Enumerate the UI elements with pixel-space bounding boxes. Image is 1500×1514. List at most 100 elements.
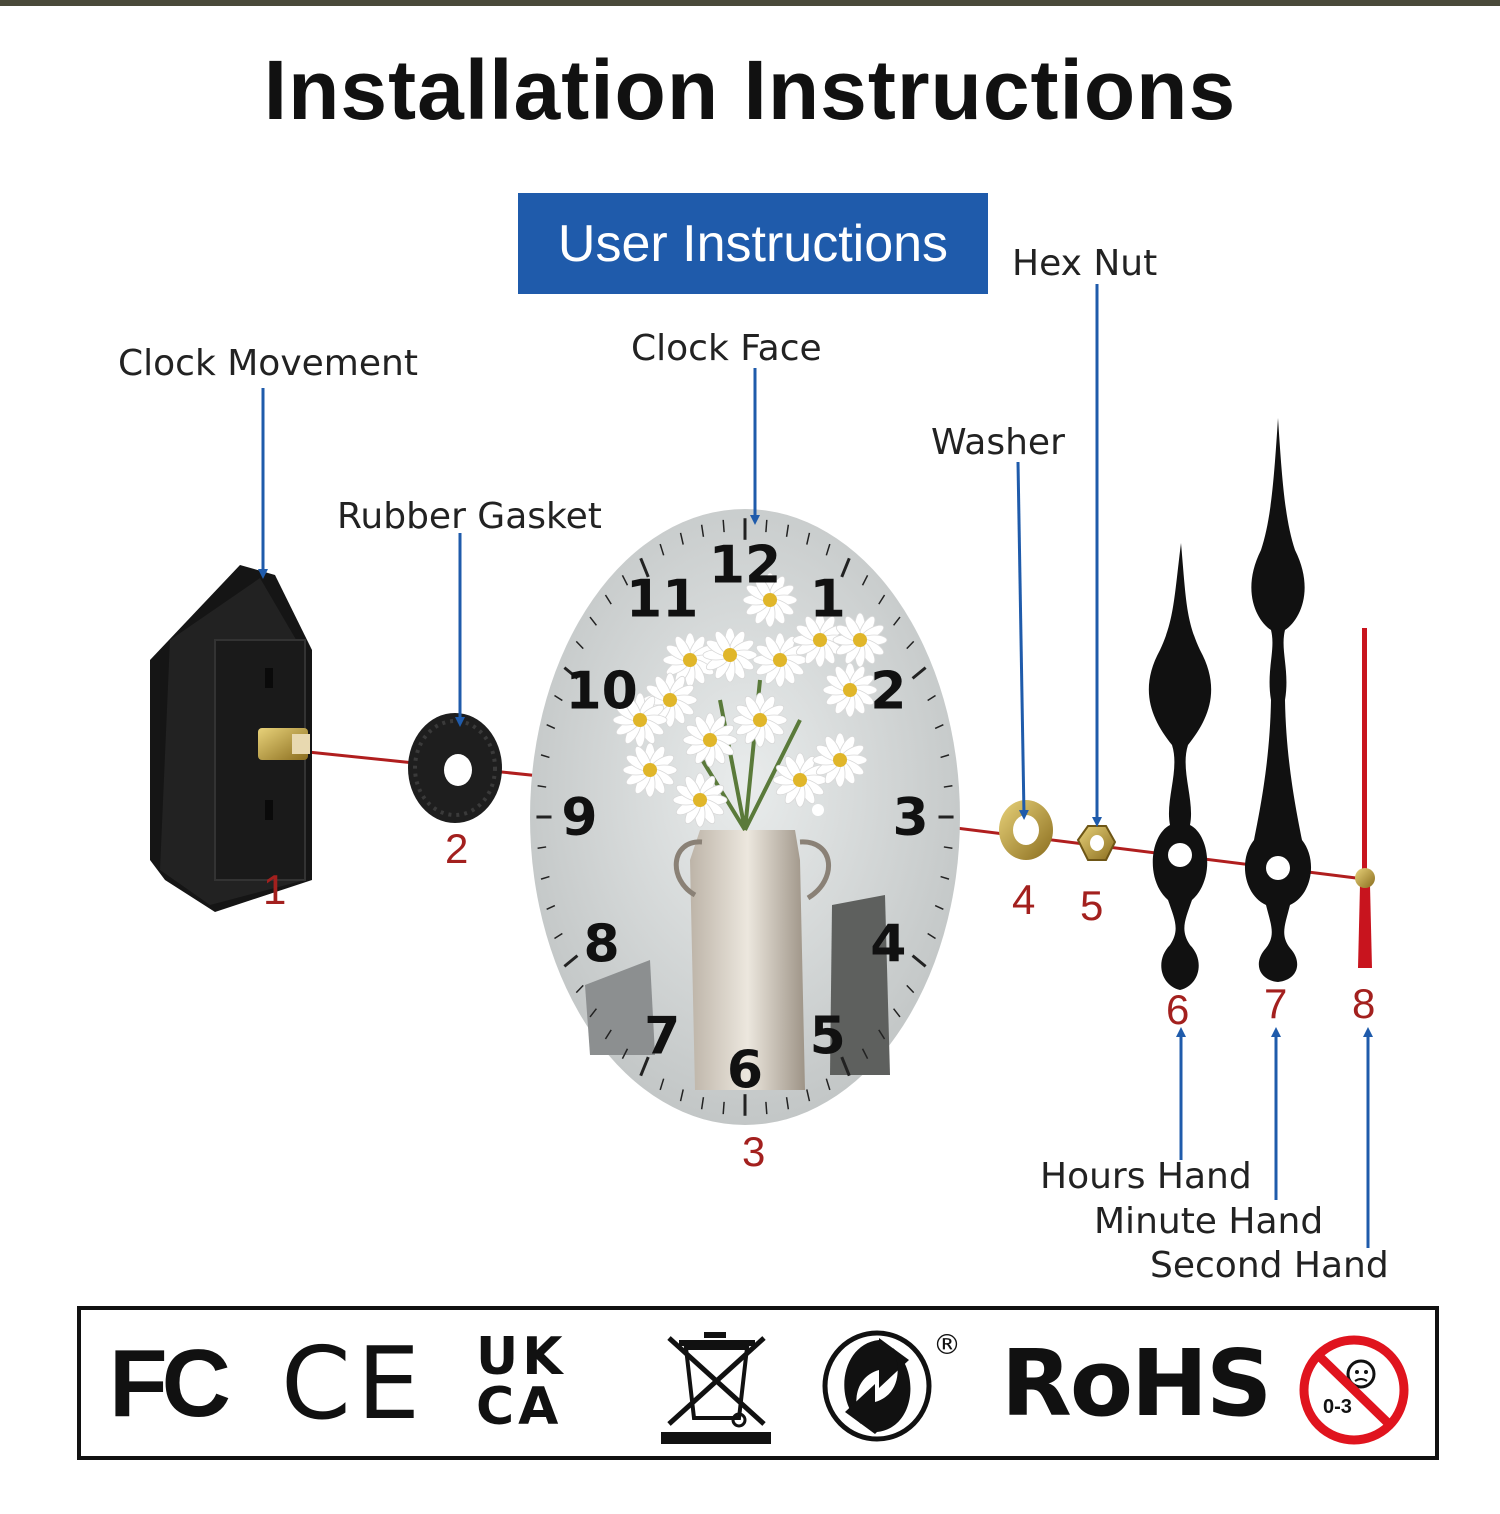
hex-nut-part bbox=[1076, 825, 1117, 861]
subtitle-banner: User Instructions bbox=[518, 193, 988, 294]
clock-numeral: 9 bbox=[561, 788, 597, 848]
green-dot-icon: ® bbox=[821, 1328, 971, 1444]
clock-tick bbox=[825, 1078, 831, 1091]
clock-tick bbox=[537, 785, 547, 788]
clock-tick bbox=[840, 1056, 851, 1077]
top-border bbox=[0, 0, 1500, 6]
clock-tick bbox=[554, 694, 563, 702]
part-number-3: 3 bbox=[742, 1128, 766, 1175]
label-clock-movement: Clock Movement bbox=[118, 343, 418, 384]
clock-numeral: 7 bbox=[644, 1007, 680, 1067]
clock-tick bbox=[934, 904, 944, 911]
clock-numeral: 6 bbox=[727, 1041, 763, 1101]
part-number-6: 6 bbox=[1166, 986, 1190, 1033]
clock-tick bbox=[785, 1097, 790, 1110]
clock-numeral: 4 bbox=[870, 914, 906, 974]
part-number-2: 2 bbox=[445, 825, 469, 872]
clock-tick bbox=[563, 666, 579, 680]
part-number-1: 1 bbox=[263, 866, 287, 913]
daisy-flower bbox=[672, 772, 728, 828]
clock-tick bbox=[659, 1078, 665, 1091]
clock-tick bbox=[537, 846, 547, 849]
clock-tick bbox=[659, 543, 665, 556]
part-number-8: 8 bbox=[1352, 980, 1376, 1027]
part-number-7: 7 bbox=[1264, 980, 1288, 1027]
clock-tick bbox=[546, 904, 556, 911]
clock-numeral: 5 bbox=[810, 1007, 846, 1067]
clock-tick bbox=[554, 932, 563, 940]
clock-tick bbox=[825, 543, 831, 556]
clock-tick bbox=[639, 1056, 650, 1077]
daisy-flower bbox=[622, 742, 678, 798]
daisy-flower bbox=[772, 752, 828, 808]
label-hours-hand: Hours Hand bbox=[1040, 1156, 1252, 1197]
part-number-4: 4 bbox=[1012, 876, 1036, 923]
clock-tick bbox=[861, 1048, 869, 1060]
clock-tick bbox=[911, 666, 927, 680]
clock-tick bbox=[785, 524, 790, 537]
clock-numeral: 3 bbox=[892, 788, 928, 848]
clock-tick bbox=[806, 1089, 811, 1102]
clock-tick bbox=[943, 785, 953, 788]
clock-tick bbox=[540, 754, 550, 759]
clock-tick bbox=[927, 694, 936, 702]
clock-numeral: 11 bbox=[626, 569, 698, 629]
minute-hand-part bbox=[1244, 418, 1312, 982]
clock-tick bbox=[934, 723, 944, 730]
clock-tick bbox=[540, 875, 550, 880]
clock-tick bbox=[878, 1029, 886, 1040]
clock-tick bbox=[943, 846, 953, 849]
age-warning-icon: 0-3 bbox=[1297, 1334, 1411, 1446]
clock-tick bbox=[679, 532, 684, 545]
clock-tick bbox=[940, 754, 950, 759]
clock-tick bbox=[575, 640, 584, 650]
clock-tick bbox=[589, 616, 598, 626]
daisy-flower bbox=[812, 732, 868, 788]
rubber-gasket-part bbox=[408, 713, 502, 823]
daisy-flower bbox=[612, 692, 668, 748]
clock-tick bbox=[892, 616, 901, 626]
clock-tick bbox=[575, 984, 584, 994]
clock-tick bbox=[639, 557, 650, 578]
clock-tick bbox=[840, 557, 851, 578]
clock-tick bbox=[906, 984, 915, 994]
label-hex-nut: Hex Nut bbox=[1012, 243, 1158, 284]
daisy-flower bbox=[832, 612, 888, 668]
clock-tick bbox=[806, 532, 811, 545]
clock-numeral: 8 bbox=[584, 914, 620, 974]
page-title: Installation Instructions bbox=[263, 43, 1237, 137]
clock-tick bbox=[765, 1101, 768, 1115]
clock-tick bbox=[911, 954, 927, 968]
fcc-mark-icon: FC bbox=[109, 1330, 231, 1437]
part-number-5: 5 bbox=[1080, 882, 1104, 929]
clock-tick bbox=[700, 1097, 705, 1110]
clock-tick bbox=[604, 594, 612, 605]
callout-arrows bbox=[258, 284, 1373, 1248]
daisy-flower bbox=[822, 662, 878, 718]
daisy-flower bbox=[642, 672, 698, 728]
clock-tick bbox=[906, 640, 915, 650]
clock-tick bbox=[589, 1008, 598, 1018]
daisy-flower bbox=[702, 627, 758, 683]
clock-numeral: 12 bbox=[709, 535, 781, 595]
rohs-mark-icon: RoHS bbox=[1001, 1330, 1272, 1437]
certification-strip: FC CE UK CA ® bbox=[77, 1306, 1439, 1460]
daisy-flower bbox=[732, 692, 788, 748]
clock-tick bbox=[700, 524, 705, 537]
clock-tick bbox=[546, 723, 556, 730]
clock-numeral: 10 bbox=[565, 662, 637, 722]
ukca-mark-icon: UK CA bbox=[476, 1327, 567, 1437]
clock-tick bbox=[679, 1089, 684, 1102]
clock-tick bbox=[563, 954, 579, 968]
second-hand-part bbox=[1355, 628, 1375, 968]
clock-movement-part bbox=[150, 565, 312, 912]
clock-tick bbox=[878, 594, 886, 605]
clock-tick bbox=[940, 875, 950, 880]
label-rubber-gasket: Rubber Gasket bbox=[337, 496, 602, 537]
daisy-flower bbox=[742, 572, 798, 628]
label-clock-face: Clock Face bbox=[631, 328, 822, 369]
clock-tick bbox=[621, 1048, 629, 1060]
clock-tick bbox=[765, 519, 768, 533]
